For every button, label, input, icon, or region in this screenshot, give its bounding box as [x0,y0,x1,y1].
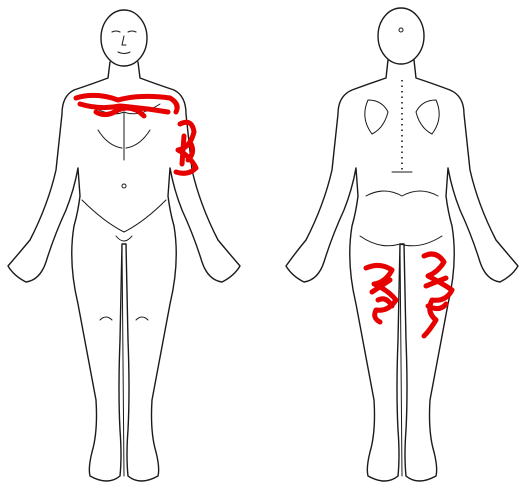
back-waist-line [366,191,438,196]
pain-left-shoulder-arm [176,122,196,173]
front-hip-line [82,200,166,232]
front-groin [116,236,132,241]
back-gluteal-fold [360,236,442,246]
pain-back-left-thigh [366,265,396,322]
front-knees [100,317,148,320]
back-head-crown [399,28,403,32]
back-body-outline [286,60,518,481]
front-mouth [118,52,130,54]
front-nose [122,36,126,45]
pain-markings [76,95,452,336]
back-right-scapula [416,100,439,134]
front-leg-divider [122,244,124,476]
back-figure [286,8,518,481]
pain-back-right-thigh [424,254,452,336]
back-head [378,8,424,64]
back-leg-divider [400,244,402,476]
front-navel [122,184,126,188]
back-left-scapula [365,100,388,134]
front-figure [8,10,240,481]
front-eyebrows [112,31,136,32]
